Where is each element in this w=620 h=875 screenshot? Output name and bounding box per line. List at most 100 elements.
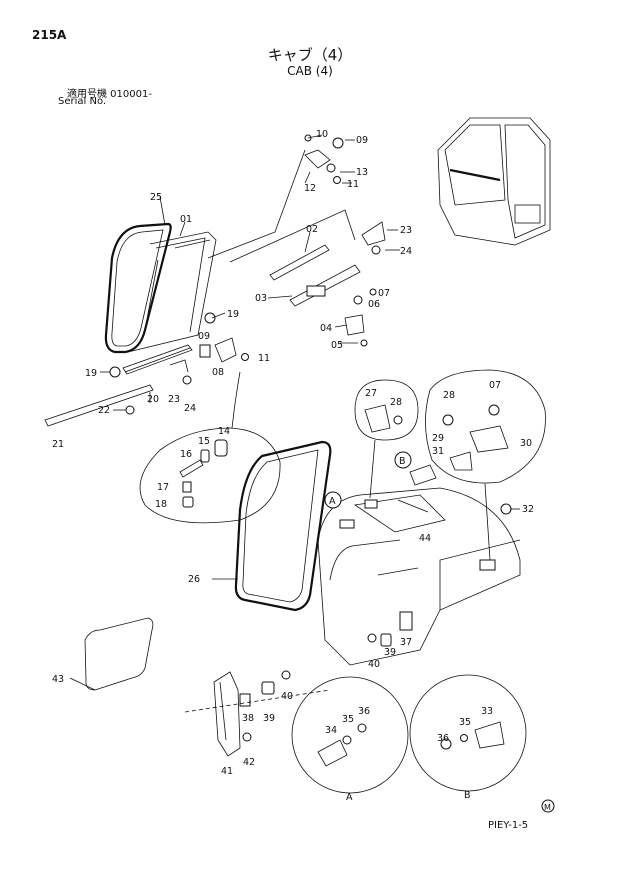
callout-38: 38 xyxy=(242,713,254,724)
callout-labels: 25 01 10 09 13 11 12 02 23 24 07 03 06 0… xyxy=(52,129,534,777)
callout-08: 08 xyxy=(212,367,224,378)
door-seal-part-26 xyxy=(234,440,332,612)
part-44-rod xyxy=(397,499,429,513)
detail-marker-b: B xyxy=(394,451,412,469)
serial-label-japanese: 適用号機 010001- xyxy=(67,89,152,100)
detail-bubble-parts-14-18 xyxy=(139,371,281,524)
callout-14: 14 xyxy=(218,426,230,437)
svg-text:M: M xyxy=(544,803,551,812)
callout-24: 24 xyxy=(184,403,196,414)
svg-text:A: A xyxy=(329,496,336,507)
callout-06: 06 xyxy=(368,299,380,310)
hinge-post-part-41 xyxy=(213,633,392,757)
callout-19: 19 xyxy=(85,368,97,379)
callout-32: 32 xyxy=(522,504,534,515)
callout-18: 18 xyxy=(155,499,167,510)
callout-36: 36 xyxy=(358,706,370,717)
detail-bubble-parts-28-31 xyxy=(425,369,546,561)
callout-07: 07 xyxy=(489,380,501,391)
leader-line xyxy=(229,209,356,263)
callout-26: 26 xyxy=(188,574,200,585)
callout-27: 27 xyxy=(365,388,377,399)
callout-11: 11 xyxy=(347,179,359,190)
rail-part-20 xyxy=(122,344,193,375)
callout-30: 30 xyxy=(520,438,532,449)
callout-20: 20 xyxy=(147,394,159,405)
callout-13: 13 xyxy=(356,167,368,178)
slide-rail-part-02 xyxy=(269,244,377,347)
callout-21: 21 xyxy=(52,439,64,450)
callout-23: 23 xyxy=(400,225,412,236)
detail-view-b xyxy=(409,674,527,792)
callout-40: 40 xyxy=(281,691,293,702)
callout-42: 42 xyxy=(243,757,255,768)
part-24-bolt xyxy=(182,375,192,385)
detail-view-a xyxy=(291,676,409,794)
callout-36: 36 xyxy=(437,733,449,744)
title-japanese: キャブ（4） xyxy=(267,46,353,64)
cab-body-illustration xyxy=(317,464,521,666)
callout-43: 43 xyxy=(52,674,64,685)
title-english: CAB (4) xyxy=(287,64,333,78)
svg-text:B: B xyxy=(399,456,406,467)
callout-22: 22 xyxy=(98,405,110,416)
callout-15: 15 xyxy=(198,436,210,447)
callout-09: 09 xyxy=(198,331,210,342)
window-seal-part-25 xyxy=(104,222,172,354)
callout-07: 07 xyxy=(378,288,390,299)
leader-line xyxy=(207,149,306,259)
callout-09: 09 xyxy=(356,135,368,146)
callout-35: 35 xyxy=(459,717,471,728)
serial-label-english: Serial No. xyxy=(58,96,107,107)
m-symbol: M xyxy=(541,799,555,813)
view-label-b: B xyxy=(464,790,471,801)
part-32-knob xyxy=(500,503,512,515)
callout-37: 37 xyxy=(400,637,412,648)
callout-35: 35 xyxy=(342,714,354,725)
part-08-latch xyxy=(214,337,237,363)
callout-23: 23 xyxy=(168,394,180,405)
callout-11: 11 xyxy=(258,353,270,364)
callout-03: 03 xyxy=(255,293,267,304)
callout-34: 34 xyxy=(325,725,337,736)
detail-bubble-parts-27-28 xyxy=(354,379,419,499)
glass-panel-part-43 xyxy=(84,617,154,691)
part-19-bushing xyxy=(109,366,121,378)
part-22-bolt xyxy=(125,405,135,415)
window-frame-part-01 xyxy=(127,231,217,353)
callout-16: 16 xyxy=(180,449,192,460)
callout-31: 31 xyxy=(432,446,444,457)
part-19-bushing xyxy=(204,312,216,324)
callout-17: 17 xyxy=(157,482,169,493)
part-11-bolt xyxy=(241,353,249,361)
callout-12: 12 xyxy=(304,183,316,194)
callout-10: 10 xyxy=(316,129,328,140)
page-code: 215A xyxy=(32,28,67,42)
callout-28: 28 xyxy=(443,390,455,401)
view-label-a: A xyxy=(346,792,353,803)
callout-19: 19 xyxy=(227,309,239,320)
leader-lines xyxy=(69,134,520,691)
callout-02: 02 xyxy=(306,224,318,235)
callout-25: 25 xyxy=(150,192,162,203)
strip-part-21 xyxy=(44,384,154,427)
dashed-connector xyxy=(184,689,331,713)
footer-code: PIEY-1-5 xyxy=(488,820,529,831)
part-23-bracket xyxy=(169,359,189,373)
callout-40: 40 xyxy=(368,659,380,670)
callout-28: 28 xyxy=(390,397,402,408)
callout-24: 24 xyxy=(400,246,412,257)
callout-04: 04 xyxy=(320,323,332,334)
callout-33: 33 xyxy=(481,706,493,717)
part-09-cap xyxy=(199,344,211,358)
callout-01: 01 xyxy=(180,214,192,225)
callout-41: 41 xyxy=(221,766,233,777)
callout-39: 39 xyxy=(384,647,396,658)
cab-overview-illustration xyxy=(437,117,551,246)
callout-05: 05 xyxy=(331,340,343,351)
latch-assembly-upper xyxy=(304,134,344,184)
callout-39: 39 xyxy=(263,713,275,724)
callout-44: 44 xyxy=(419,533,431,544)
callout-29: 29 xyxy=(432,433,444,444)
